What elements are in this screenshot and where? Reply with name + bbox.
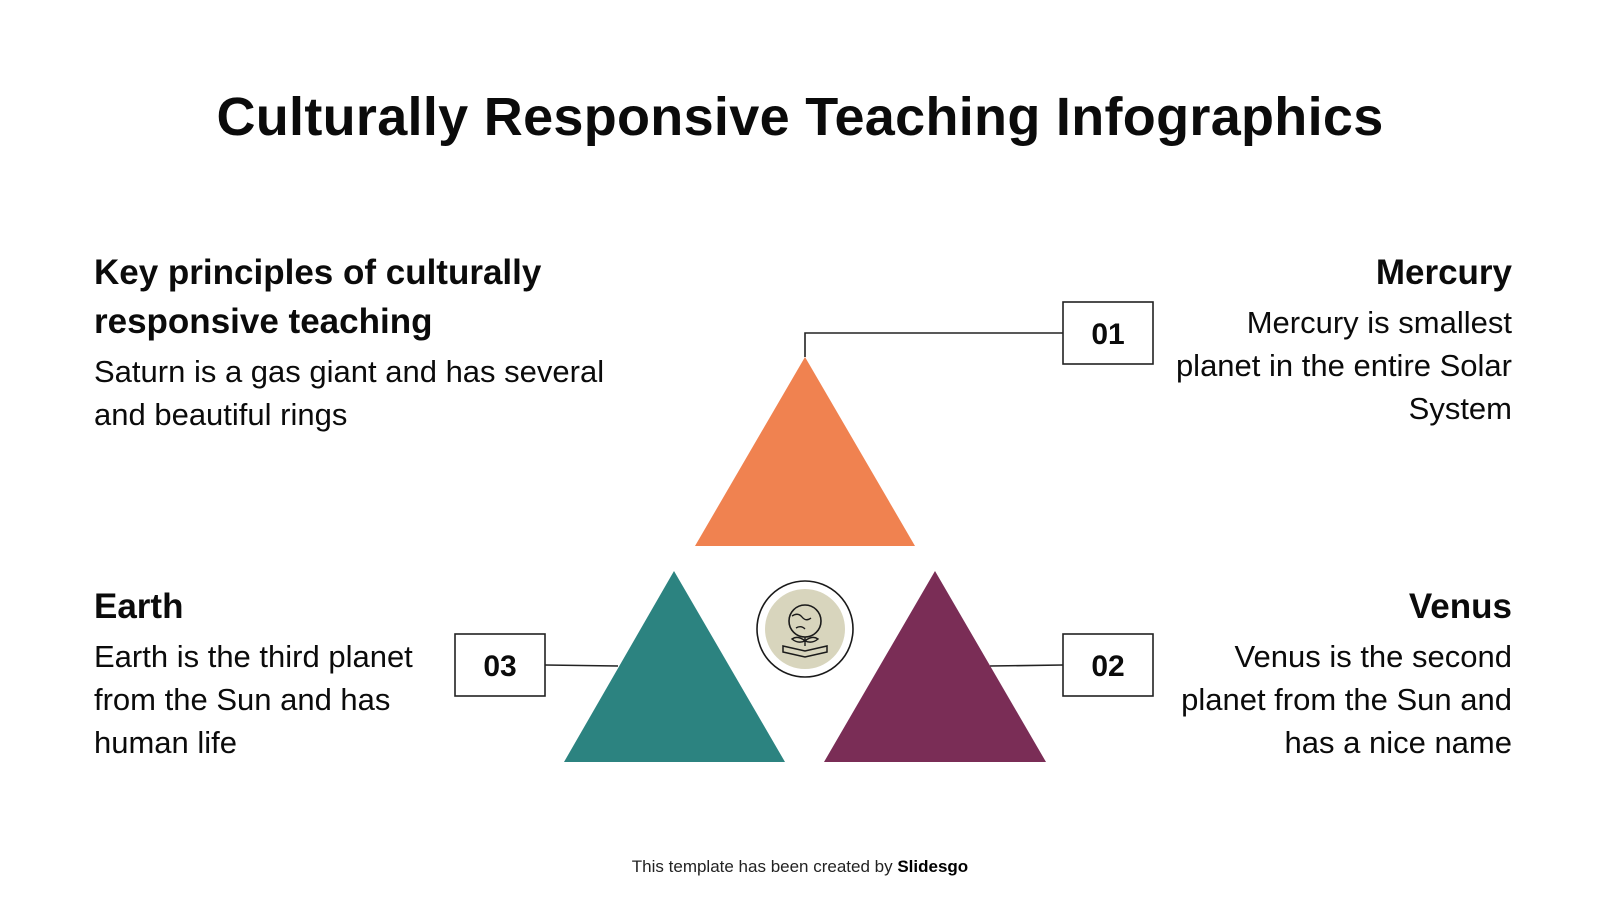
connector-line-03 (544, 664, 619, 667)
connector-line-01 (804, 332, 1063, 357)
page-title: Culturally Responsive Teaching Infograph… (216, 87, 1384, 147)
number-box-02: 02 (1062, 633, 1154, 697)
footer-brand: Slidesgo (897, 857, 969, 876)
number-02: 02 (1091, 650, 1124, 683)
intro-heading: Key principles of culturally responsive … (94, 253, 542, 341)
mercury-heading: Mercury (1375, 253, 1512, 292)
number-03: 03 (483, 650, 516, 683)
triangle-01 (695, 357, 915, 546)
intro-text: Saturn is a gas giant and has several an… (94, 354, 605, 432)
venus-text: Venus is the second planet from the Sun … (1181, 639, 1512, 760)
triangle-02 (824, 571, 1046, 762)
venus-block: Venus Venus is the second planet from th… (1152, 582, 1512, 764)
earth-text: Earth is the third planet from the Sun a… (94, 639, 413, 760)
venus-heading: Venus (1408, 587, 1512, 626)
number-01: 01 (1091, 318, 1124, 351)
connector-line-02 (989, 664, 1064, 667)
globe-plant-book-icon (756, 580, 854, 678)
footer-credit: This template has been created by Slides… (0, 857, 1600, 877)
mercury-block: Mercury Mercury is smallest planet in th… (1172, 248, 1512, 430)
number-box-03: 03 (454, 633, 546, 697)
triangle-03 (564, 571, 785, 762)
intro-block: Key principles of culturally responsive … (94, 248, 654, 436)
mercury-text: Mercury is smallest planet in the entire… (1175, 305, 1512, 426)
number-box-01: 01 (1062, 301, 1154, 365)
earth-heading: Earth (94, 587, 184, 626)
earth-block: Earth Earth is the third planet from the… (94, 582, 454, 764)
footer-prefix: This template has been created by (631, 857, 898, 876)
